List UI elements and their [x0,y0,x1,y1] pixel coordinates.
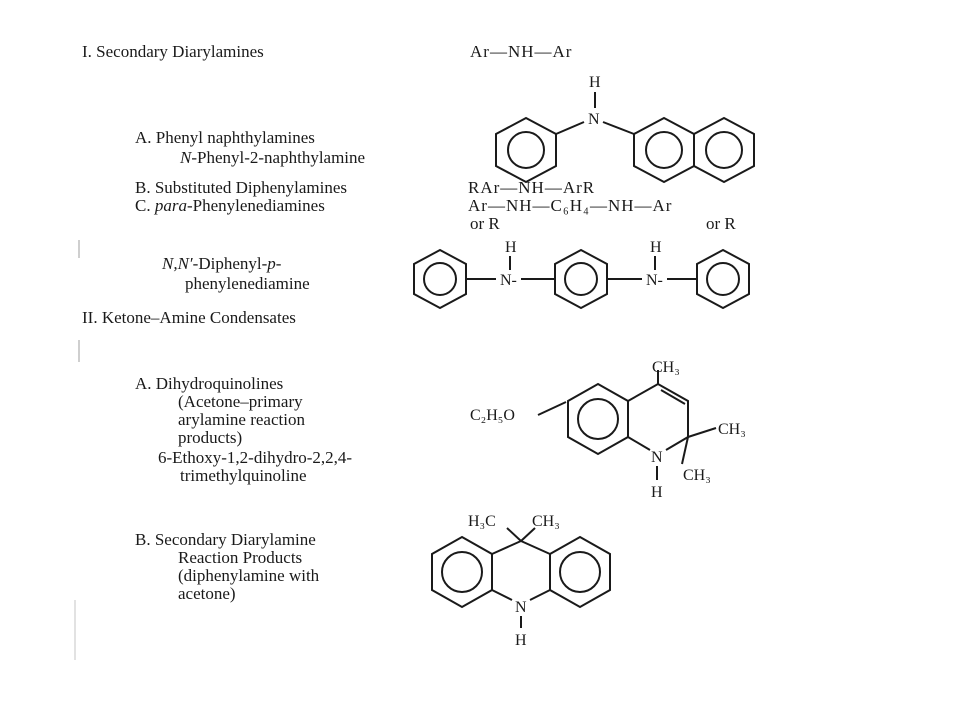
methyl-label: CH₃ [652,359,680,376]
atom-n: N [588,111,600,128]
aromatic-circle [705,131,743,169]
bond [555,121,585,135]
itemB-formula: RAr—NH—ArR [468,178,596,197]
aromatic-circle [645,131,683,169]
atom-h: H [651,484,663,501]
atom-n: N [651,449,663,466]
section2-itemB-line: B. Secondary Diarylamine [135,530,316,549]
section2-itemA-line: (Acetone–primary [178,392,303,411]
itemB-title: B. Substituted Diphenylamines [135,178,348,197]
atom-h: H [505,239,517,256]
itemC-example-line2: phenylenediamine [185,274,310,293]
itemC-formula: Ar—NH—C₆H₄—NH—Ar [468,196,673,215]
benzene-ring [633,116,695,184]
atom-n: N [515,599,527,616]
section2-itemA-line: products) [178,428,243,447]
benzene-ring [549,535,611,609]
benzene-ring [696,248,750,310]
atom-h: H [589,74,601,91]
scan-artifact [74,600,76,660]
itemA-example-prefix: N [180,148,192,167]
methyl-label: CH₃ [718,421,746,438]
atom-n: N- [500,272,517,289]
aromatic-circle [577,398,619,440]
itemC-alt-right: or R [706,214,736,233]
phenyl-naphthylamine-structure: H N [495,74,755,184]
methyl-label: H₃C [468,513,496,530]
scan-artifact [78,340,80,362]
section2-itemB-line: acetone) [178,584,236,603]
benzene-ring [693,116,755,184]
section2-heading: II. Ketone–Amine Condensates [82,308,296,327]
section2-itemA-line: trimethylquinoline [180,466,307,485]
itemA-example: N-Phenyl-2-naphthylamine [180,148,365,168]
itemC-title-rest: -Phenylenediamines [186,196,325,215]
ethoxy-label: C₂H₅O [470,407,515,424]
aromatic-circle [564,262,598,296]
ethoxyquin-structure: C₂H₅O CH₃ CH₃ CH₃ N H [470,359,746,501]
dimethylacridan-structure: H₃C CH₃ N H [431,513,611,649]
double-bond [660,389,686,405]
bond [627,436,651,451]
bond [529,589,551,601]
methyl-label: CH₃ [532,513,560,530]
bond [506,527,522,542]
itemC-example-end: - [275,254,282,273]
benzene-ring [495,116,557,184]
aromatic-circle [559,551,601,593]
bond [491,540,522,555]
diphenyl-phenylenediamine-structure: H N- H N- [413,239,750,310]
aromatic-circle [507,131,545,169]
benzene-ring [413,248,467,310]
scan-artifact [78,240,80,258]
aromatic-circle [423,262,457,296]
bond [520,527,536,542]
itemC-alt-left: or R [470,214,500,233]
itemC-example-rest: -Diphenyl- [192,254,268,273]
itemC-title-prefix: C. [135,196,155,215]
methyl-label: CH₃ [683,467,711,484]
section2-itemA-line: 6-Ethoxy-1,2-dihydro-2,2,4- [158,448,353,467]
section1-heading: I. Secondary Diarylamines [82,42,264,61]
itemC-example-italic: N,N′ [162,254,193,273]
bond [537,401,567,416]
dihydro-ring [627,382,689,451]
itemA-example-rest: -Phenyl-2-naphthylamine [191,148,366,167]
bond [687,427,717,438]
atom-h: H [650,239,662,256]
itemC-title-italic: para [154,196,187,215]
itemA-title: A. Phenyl naphthylamines [135,128,315,147]
section2-itemA-line: arylamine reaction [178,410,305,429]
section2-itemB-line: Reaction Products [178,548,303,567]
aromatic-circle [441,551,483,593]
bond [491,589,513,601]
atom-n: N- [646,272,663,289]
itemC-example-line1: N,N′-Diphenyl-p- [162,254,281,274]
benzene-ring [554,248,608,310]
bond [602,121,635,135]
diarylamine-formula: Ar—NH—Ar [470,42,573,61]
itemC-example-italic2: p [267,254,276,273]
aromatic-circle [706,262,740,296]
atom-h: H [515,632,527,649]
bond [681,436,689,465]
itemC-title: C. para-Phenylenediamines [135,196,325,216]
bond [520,540,551,555]
section2-itemB-line: (diphenylamine with [178,566,320,585]
section2-itemA-line: A. Dihydroquinolines [135,374,284,393]
